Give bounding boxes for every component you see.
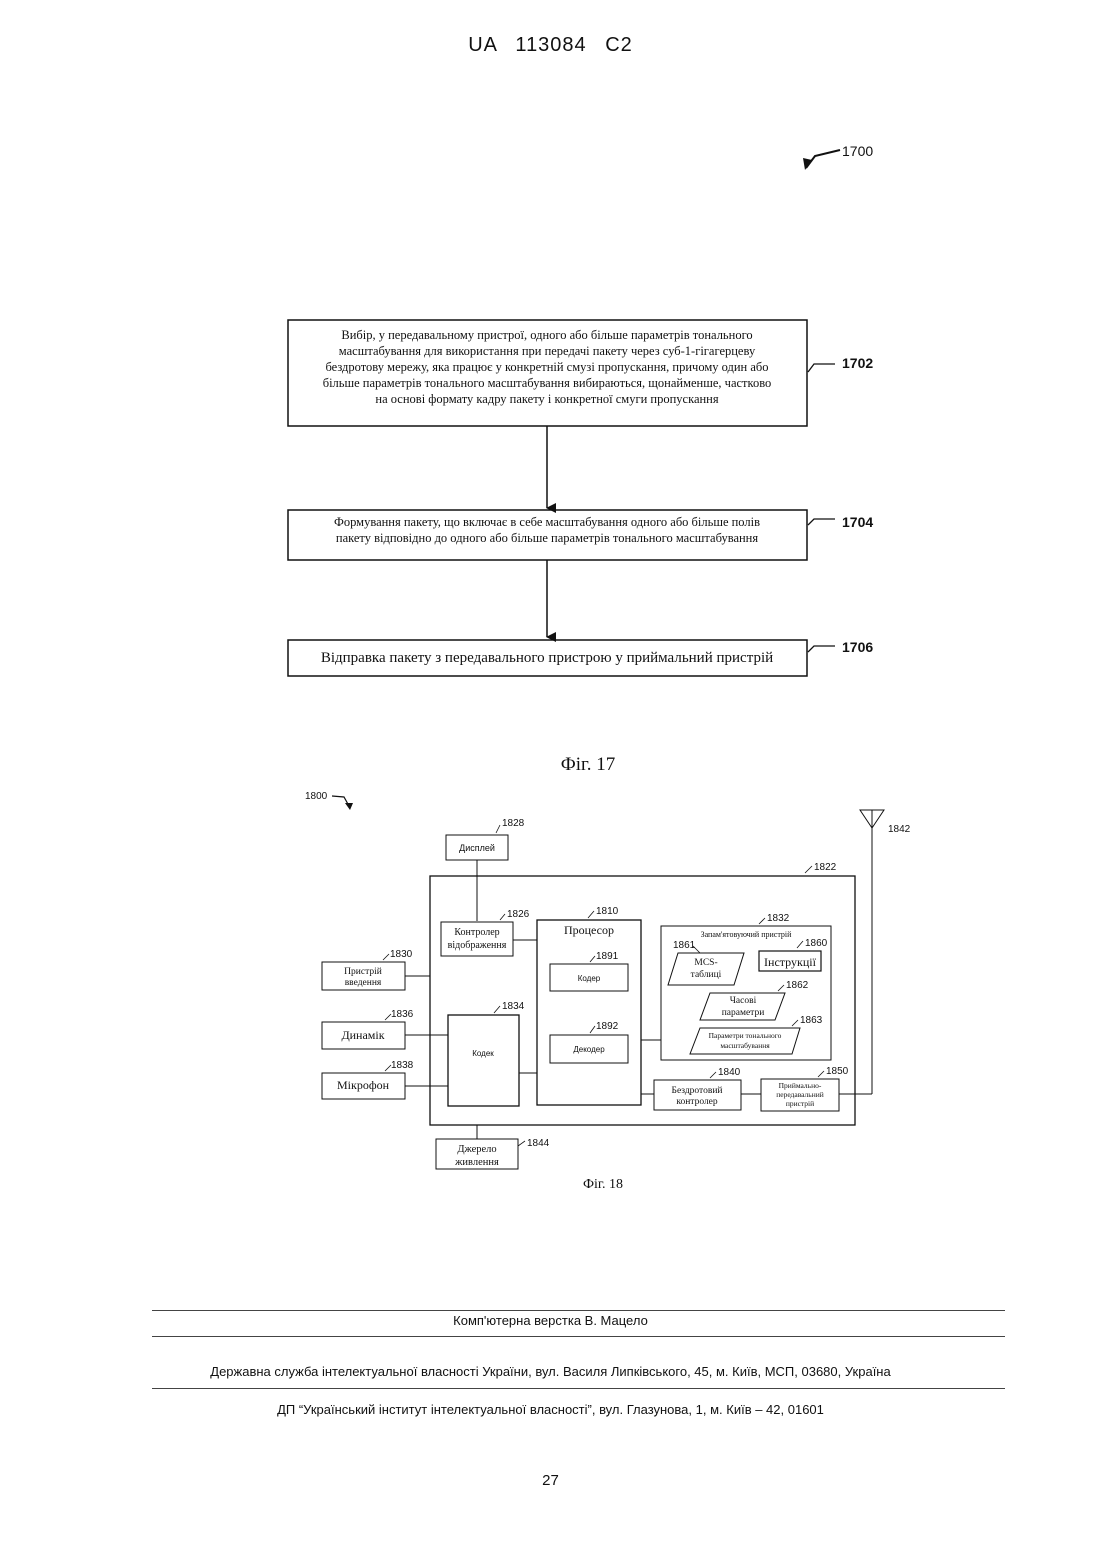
display-controller-block: Контролер відображення 1826 <box>441 909 530 956</box>
tone-params-ref: 1863 <box>800 1015 823 1026</box>
display-controller-line-1: Контролер <box>454 927 499 938</box>
transceiver-line-1: Приймально- <box>779 1081 822 1090</box>
instructions-ref: 1860 <box>805 938 828 949</box>
decoder-ref: 1892 <box>596 1021 619 1032</box>
fig17-caption: Фіг. 17 <box>561 754 615 775</box>
fig17-ref-label: 1700 <box>842 143 873 159</box>
step-1702-line-1: Вибір, у передавальному пристрої, одного… <box>341 328 752 342</box>
step-1702-line-3: бездротову мережу, яка працює у конкретн… <box>325 360 768 374</box>
step-1702-line-4: більше параметрів тонального масштабуван… <box>323 376 772 390</box>
footer-divider-2 <box>152 1336 1005 1337</box>
processor-block: Процесор 1810 <box>537 906 641 1105</box>
tone-params-line-1: Параметри тонального <box>709 1031 782 1040</box>
microphone-ref: 1838 <box>391 1060 414 1071</box>
speaker-label: Динамік <box>341 1028 384 1042</box>
flow-step-1704: Формування пакету, що включає в себе мас… <box>288 510 873 560</box>
page-number: 27 <box>0 1472 1101 1489</box>
flow-step-1702: Вибір, у передавальному пристрої, одного… <box>288 320 873 426</box>
wireless-controller-line-2: контролер <box>676 1097 718 1107</box>
power-supply-block: Джерело живлення 1844 <box>436 1138 550 1169</box>
instructions-label: Інструкції <box>764 955 817 969</box>
microphone-label: Мікрофон <box>337 1078 390 1092</box>
antenna-icon: 1842 <box>860 810 911 1094</box>
step-1702-ref: 1702 <box>842 355 873 371</box>
footer-layout-credit: Комп'ютерна верстка В. Мацело <box>0 1313 1101 1328</box>
display-label: Дисплей <box>459 843 495 853</box>
codec-ref: 1834 <box>502 1001 525 1012</box>
time-params-line-2: параметри <box>722 1008 765 1018</box>
display-block: Дисплей 1828 <box>446 818 525 860</box>
codec-block: Кодек 1834 <box>448 1001 525 1106</box>
display-ref: 1828 <box>502 818 525 829</box>
microphone-block: Мікрофон 1838 <box>322 1060 414 1099</box>
encoder-ref: 1891 <box>596 951 619 962</box>
device-ref: 1822 <box>814 862 837 873</box>
mcs-ref: 1861 <box>673 940 696 951</box>
transceiver-line-2: передавальний <box>776 1090 824 1099</box>
footer-institute-address: ДП “Український інститут інтелектуальної… <box>0 1402 1101 1417</box>
power-line-1: Джерело <box>457 1144 496 1155</box>
step-1706-line-1: Відправка пакету з передавального пристр… <box>321 650 773 666</box>
display-controller-line-2: відображення <box>448 940 507 951</box>
step-1704-line-1: Формування пакету, що включає в себе мас… <box>334 515 760 529</box>
fig18-caption: Фіг. 18 <box>583 1177 623 1192</box>
mcs-tables-block: MCS- таблиці 1861 <box>668 940 744 985</box>
fig18-ref-label: 1800 <box>305 791 328 802</box>
memory-label: Запам'ятовуючий пристрій <box>701 930 793 939</box>
tone-scaling-parameters-block: Параметри тонального масштабування 1863 <box>690 1015 823 1054</box>
input-device-line-2: введення <box>345 978 382 988</box>
instructions-block: Інструкції 1860 <box>759 938 828 971</box>
input-device-ref: 1830 <box>390 949 413 960</box>
fig18-reference-arrow: 1800 <box>305 791 353 810</box>
encoder-block: Кодер 1891 <box>550 951 628 991</box>
time-params-ref: 1862 <box>786 980 809 991</box>
power-line-2: живлення <box>454 1157 499 1168</box>
encoder-label: Кодер <box>578 974 601 983</box>
tone-params-line-2: масштабування <box>720 1041 770 1050</box>
flow-step-1706: Відправка пакету з передавального пристр… <box>288 639 873 676</box>
step-1702-line-2: масштабування для використання при перед… <box>339 344 756 358</box>
speaker-ref: 1836 <box>391 1009 414 1020</box>
decoder-label: Декодер <box>573 1045 605 1054</box>
processor-ref: 1810 <box>596 906 619 917</box>
footer-divider-3 <box>152 1388 1005 1389</box>
mcs-line-1: MCS- <box>694 958 717 968</box>
decoder-block: Декодер 1892 <box>550 1021 628 1063</box>
codec-label: Кодек <box>472 1049 494 1058</box>
display-controller-ref: 1826 <box>507 909 530 920</box>
time-parameters-block: Часові параметри 1862 <box>700 980 809 1020</box>
step-1706-ref: 1706 <box>842 639 873 655</box>
power-ref: 1844 <box>527 1138 550 1149</box>
input-device-block: Пристрій введення 1830 <box>322 949 413 990</box>
memory-ref: 1832 <box>767 913 790 924</box>
wireless-controller-block: Бездротовий контролер 1840 <box>654 1067 741 1110</box>
wireless-controller-line-1: Бездротовий <box>671 1085 722 1096</box>
input-device-line-1: Пристрій <box>344 966 382 977</box>
transceiver-block: Приймально- передавальний пристрій 1850 <box>761 1066 849 1111</box>
fig17-reference-arrow: 1700 <box>803 143 873 170</box>
time-params-line-1: Часові <box>730 996 757 1006</box>
processor-label: Процесор <box>564 923 614 937</box>
footer-divider-1 <box>152 1310 1005 1311</box>
transceiver-ref: 1850 <box>826 1066 849 1077</box>
footer-office-address: Державна служба інтелектуальної власност… <box>0 1364 1101 1379</box>
step-1704-ref: 1704 <box>842 514 873 530</box>
step-1702-line-5: на основі формату кадру пакету і конкрет… <box>375 392 719 406</box>
antenna-ref: 1842 <box>888 824 911 835</box>
wireless-controller-ref: 1840 <box>718 1067 741 1078</box>
transceiver-line-3: пристрій <box>786 1099 814 1108</box>
step-1704-line-2: пакету відповідно до одного або більше п… <box>336 531 758 545</box>
mcs-line-2: таблиці <box>691 969 722 980</box>
speaker-block: Динамік 1836 <box>322 1009 414 1049</box>
